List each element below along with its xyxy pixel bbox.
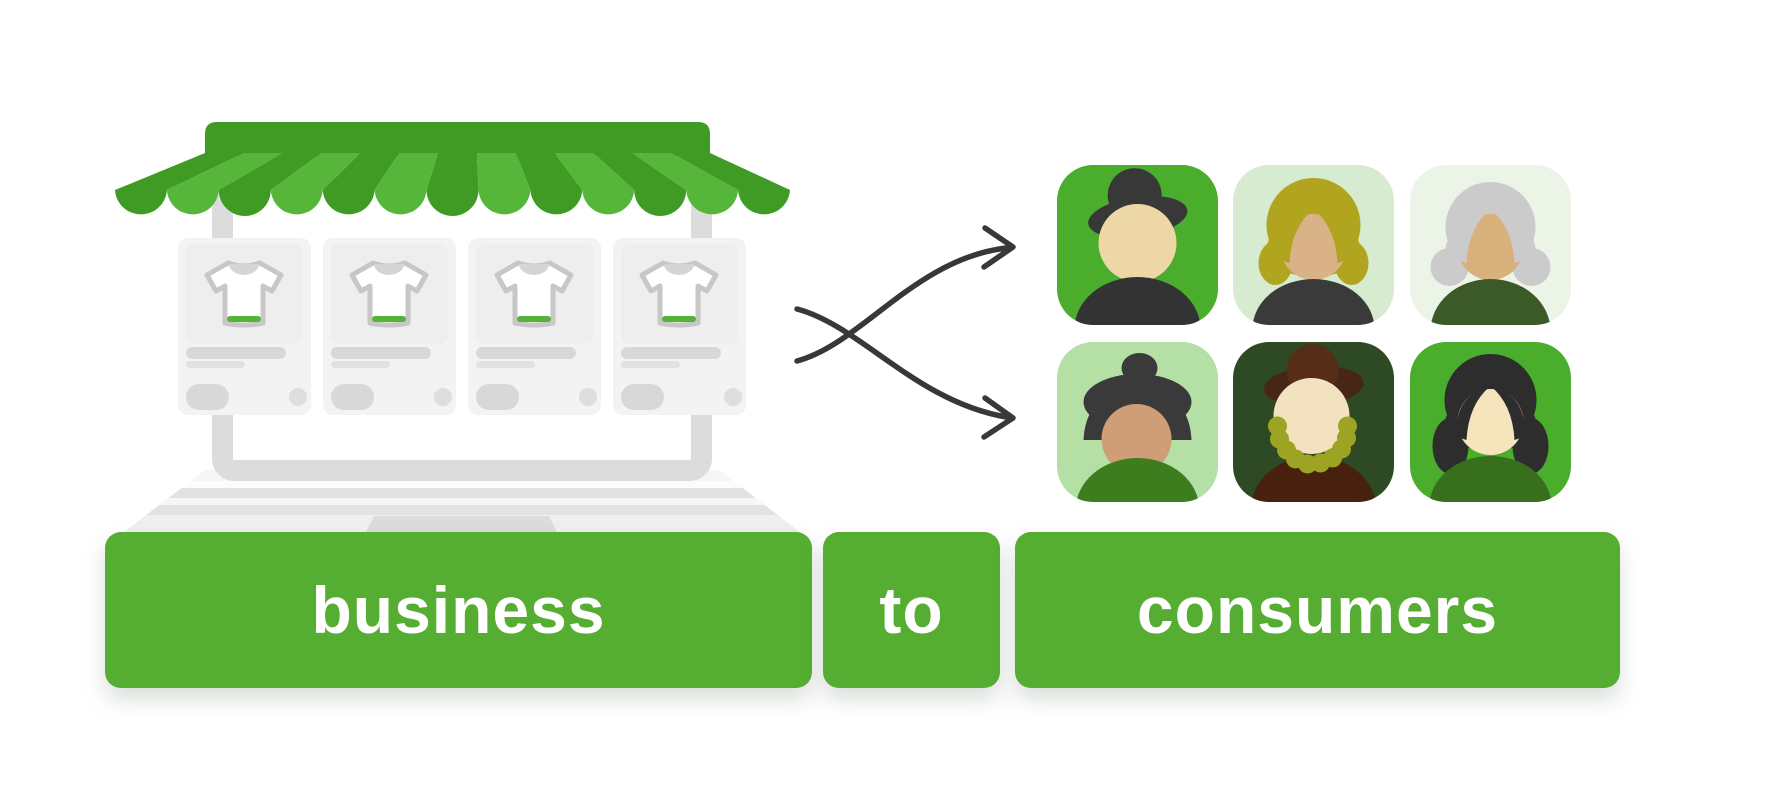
avatar-consumer-bearded-man: [1233, 342, 1394, 502]
label-consumers: consumers: [1015, 532, 1620, 688]
shoulders: [1252, 279, 1375, 325]
store-awning-icon: [115, 122, 790, 216]
face: [1273, 378, 1350, 454]
shoulders: [1074, 277, 1201, 325]
avatar-consumer-bun-woman: [1057, 342, 1218, 502]
hair-fringe: [1456, 209, 1525, 263]
shoulders: [1251, 456, 1376, 502]
avatar-consumer-black-hair-woman: [1410, 342, 1571, 502]
shoulders: [1429, 456, 1552, 502]
dot-placeholder: [289, 388, 307, 406]
arrow-up-head: [981, 225, 1016, 270]
arrow-down-head: [981, 395, 1016, 440]
arrow-up-curve: [794, 245, 1009, 364]
label-to: to: [823, 532, 1000, 688]
face: [1280, 214, 1347, 280]
crossing-arrows-icon: [794, 225, 1016, 440]
shoulders: [1076, 458, 1199, 502]
text-placeholder: [186, 361, 245, 368]
face: [1098, 204, 1177, 282]
tshirt-icon: [639, 260, 719, 328]
face: [1101, 404, 1172, 474]
tshirt-icon: [494, 260, 574, 328]
arrow-down-curve: [794, 306, 1009, 420]
product-card-row: [178, 238, 746, 415]
label-business: business: [105, 532, 812, 688]
text-placeholder: [186, 347, 286, 359]
product-card: [178, 238, 311, 415]
avatar-consumer-man-hat: [1057, 165, 1218, 325]
beard: [1268, 416, 1357, 474]
avatar-consumer-elderly-woman: [1410, 165, 1571, 325]
hair-fringe: [1456, 386, 1525, 440]
product-card: [468, 238, 601, 415]
hair-fringe: [1279, 209, 1348, 263]
shoulders: [1430, 279, 1551, 325]
trackpad-notch: [366, 516, 557, 532]
product-card: [613, 238, 746, 415]
face: [1457, 214, 1524, 280]
tshirt-icon: [349, 260, 429, 328]
tshirt-icon: [204, 260, 284, 328]
product-card: [323, 238, 456, 415]
button-placeholder: [186, 384, 229, 410]
avatar-consumer-blonde-woman: [1233, 165, 1394, 325]
